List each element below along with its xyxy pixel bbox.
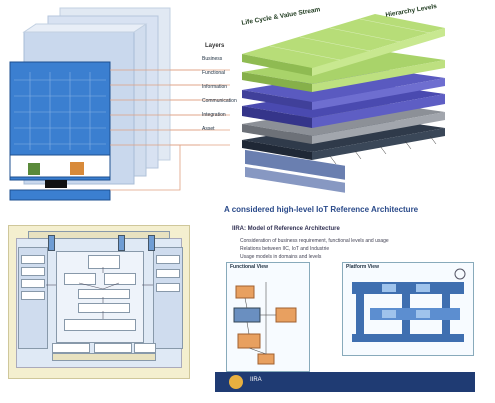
- architecture-block: [78, 303, 130, 313]
- card-bullet: Relations between IIC, IoT and Industrie: [240, 246, 330, 252]
- logo-icon: [229, 375, 243, 389]
- top-slab-grid: [269, 18, 431, 61]
- architecture-bottom-bar: [52, 353, 156, 361]
- lifecycle-strip: [245, 149, 345, 180]
- architecture-block: [21, 255, 45, 264]
- architecture-block: [156, 283, 180, 292]
- layer-slab-green-2: [242, 50, 445, 92]
- architecture-block: [94, 343, 132, 353]
- architecture-block: [156, 255, 180, 264]
- layers-heading: Layers: [205, 43, 225, 49]
- cube-diagram: [9, 7, 200, 201]
- card-footer-bar: [215, 372, 475, 392]
- layer-slab-green-1: [242, 14, 445, 76]
- device-icon: [45, 180, 67, 188]
- functional-view-label: Functional View: [230, 264, 268, 270]
- layer-label: Communication: [202, 98, 237, 104]
- card-title: A considered high-level IoT Reference Ar…: [224, 205, 419, 214]
- card-bullet: Consideration of business requirement, f…: [240, 238, 389, 244]
- architecture-block: [88, 255, 120, 269]
- layer-label: Asset: [202, 126, 215, 132]
- architecture-block: [52, 343, 90, 353]
- layer-stack-diagram: [170, 14, 445, 193]
- architecture-right-column: [153, 247, 183, 349]
- architecture-blocks: [8, 225, 188, 377]
- architecture-block: [64, 273, 96, 285]
- layer-connector-lines-right: [170, 69, 230, 146]
- architecture-connector: [118, 235, 125, 251]
- functional-view-diagram: [233, 282, 297, 365]
- layer-label: Integration: [202, 112, 226, 118]
- card-subtitle: IIRA: Model of Reference Architecture: [232, 226, 340, 232]
- architecture-block: [156, 269, 180, 278]
- platform-view-diagram: [352, 268, 466, 342]
- cube-front-grid: [14, 72, 106, 150]
- architecture-block: [134, 343, 156, 353]
- platform-view-label: Platform View: [346, 264, 379, 270]
- device-icon: [28, 163, 40, 175]
- lifecycle-strip: [245, 166, 345, 193]
- architecture-connector: [48, 235, 55, 251]
- device-icon: [70, 162, 84, 175]
- architecture-block: [64, 319, 136, 331]
- layer-label: Information: [202, 84, 228, 90]
- architecture-block: [21, 279, 45, 288]
- card-bullet: Usage models in domains and levels: [240, 254, 322, 260]
- architecture-arrows: [46, 267, 153, 319]
- architecture-block: [21, 267, 45, 276]
- architecture-block: [104, 273, 136, 285]
- architecture-connector: [148, 235, 155, 251]
- cube-base-strip: [9, 189, 111, 201]
- hierarchy-tick-marks: [329, 135, 437, 165]
- architecture-top-bar: [28, 231, 170, 239]
- layer-label: Business: [202, 56, 223, 62]
- cube-device-band: [9, 154, 111, 178]
- layer-label: Functional: [202, 70, 226, 76]
- architecture-block: [21, 291, 45, 300]
- footer-logo-text: IIRA: [250, 377, 262, 383]
- architecture-block: [78, 289, 130, 299]
